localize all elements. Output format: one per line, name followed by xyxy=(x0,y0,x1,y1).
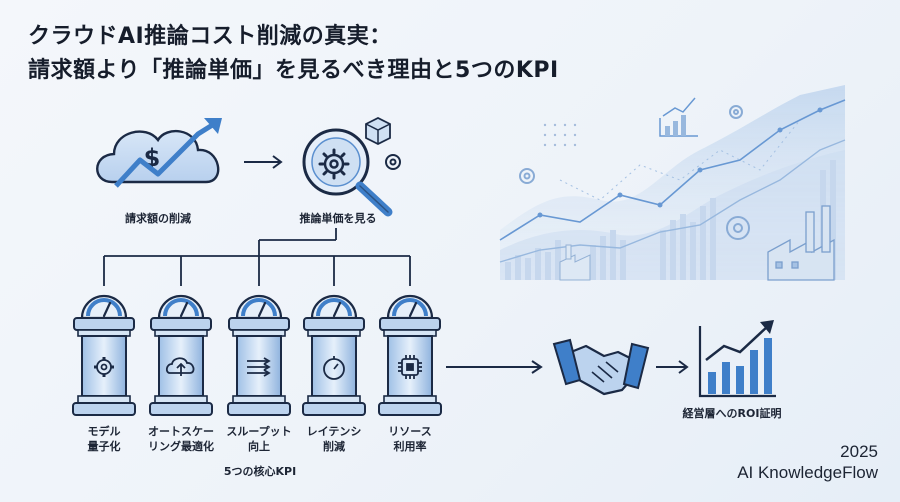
gauge-needle xyxy=(332,301,342,318)
kpi-group-label: 5つの核心KPI xyxy=(223,465,297,478)
small-factory-icon xyxy=(559,244,591,281)
gauge-needle xyxy=(102,301,112,318)
kpi-pillar xyxy=(72,294,136,416)
mini-bar-chart-icon xyxy=(659,97,698,137)
kpi-pillars xyxy=(72,294,442,416)
pillar-capital xyxy=(150,317,212,331)
unit-cost-label: 推論単価を見る xyxy=(299,212,377,225)
pillar-capital xyxy=(303,317,365,331)
roi-proof-label: 経営層へのROI証明 xyxy=(682,407,782,420)
kpi-pillar xyxy=(302,294,366,416)
background-analytics-chart xyxy=(499,85,846,281)
footer: 2025 AI KnowledgeFlow xyxy=(737,441,878,483)
pillar-base xyxy=(149,402,213,416)
kpi-pillar xyxy=(149,294,213,416)
gauge-arc xyxy=(392,298,428,317)
pillar-plinth xyxy=(232,395,286,404)
title-line-1: クラウドAI推論コスト削減の真実： xyxy=(28,24,392,49)
kpi-pillar xyxy=(227,294,291,416)
factory-icon xyxy=(767,205,835,281)
pillar-plinth xyxy=(383,395,437,404)
kpi-label-latency: レイテンシ削減 xyxy=(306,425,362,453)
gear-icon xyxy=(94,357,114,377)
roi-growth-chart-icon xyxy=(698,320,776,398)
kpi-label-utilization: リソース利用率 xyxy=(388,425,432,453)
flow-arrow-2 xyxy=(446,360,543,374)
gauge-needle xyxy=(257,301,267,318)
gauge-arc xyxy=(86,298,122,317)
cloud-sync-icon xyxy=(165,357,195,376)
flow-arrow-3 xyxy=(656,360,689,374)
footer-year: 2025 xyxy=(840,442,878,461)
pillar-plinth xyxy=(307,395,361,404)
kpi-label-quantization: モデル量子化 xyxy=(87,425,121,453)
gauge-needle xyxy=(179,301,189,318)
pillar-shaft xyxy=(81,335,127,397)
gauge-dome xyxy=(310,294,358,320)
kpi-label-throughput: スループット向上 xyxy=(226,425,292,453)
gauge-dome xyxy=(235,294,283,320)
kpi-pillar xyxy=(378,294,442,416)
pillar-base xyxy=(378,402,442,416)
pillar-capital xyxy=(379,317,441,331)
small-gear-icon xyxy=(385,154,401,170)
throughput-arrows-icon xyxy=(247,357,271,377)
gauge-arc xyxy=(163,298,199,317)
model-box-icon xyxy=(365,116,391,146)
gauge-arc xyxy=(241,298,277,317)
pillar-capital xyxy=(73,317,135,331)
gauge-dome xyxy=(386,294,434,320)
pillar-base xyxy=(227,402,291,416)
magnifier-gears-icon xyxy=(302,116,401,217)
handshake-icon xyxy=(552,338,650,396)
kpi-label-autoscaling: オートスケーリング最適化 xyxy=(148,425,214,453)
stopwatch-icon xyxy=(323,356,345,380)
pillar-plinth xyxy=(154,395,208,404)
chip-icon xyxy=(398,355,422,379)
pillar-shaft xyxy=(311,335,357,397)
gauge-needle xyxy=(408,301,418,318)
pillar-base xyxy=(302,402,366,416)
flow-arrow-1 xyxy=(244,155,283,169)
title-line-2: 請求額より「推論単価」を見るべき理由と5つのKPI xyxy=(28,58,559,83)
pillar-base xyxy=(72,402,136,416)
billing-cloud-icon: $ xyxy=(96,118,222,188)
page-title: クラウドAI推論コスト削減の真実： 請求額より「推論単価」を見るべき理由と5つの… xyxy=(28,20,628,88)
gauge-dome xyxy=(80,294,128,320)
billing-reduction-label: 請求額の削減 xyxy=(125,212,191,225)
pillar-shaft xyxy=(236,335,282,397)
footer-brand: AI KnowledgeFlow xyxy=(737,463,878,482)
gauge-arc xyxy=(316,298,352,317)
kpi-tree-connector xyxy=(103,228,411,286)
pillar-plinth xyxy=(77,395,131,404)
background-gear-icon xyxy=(519,105,750,240)
gauge-dome xyxy=(157,294,205,320)
pillar-capital xyxy=(228,317,290,331)
